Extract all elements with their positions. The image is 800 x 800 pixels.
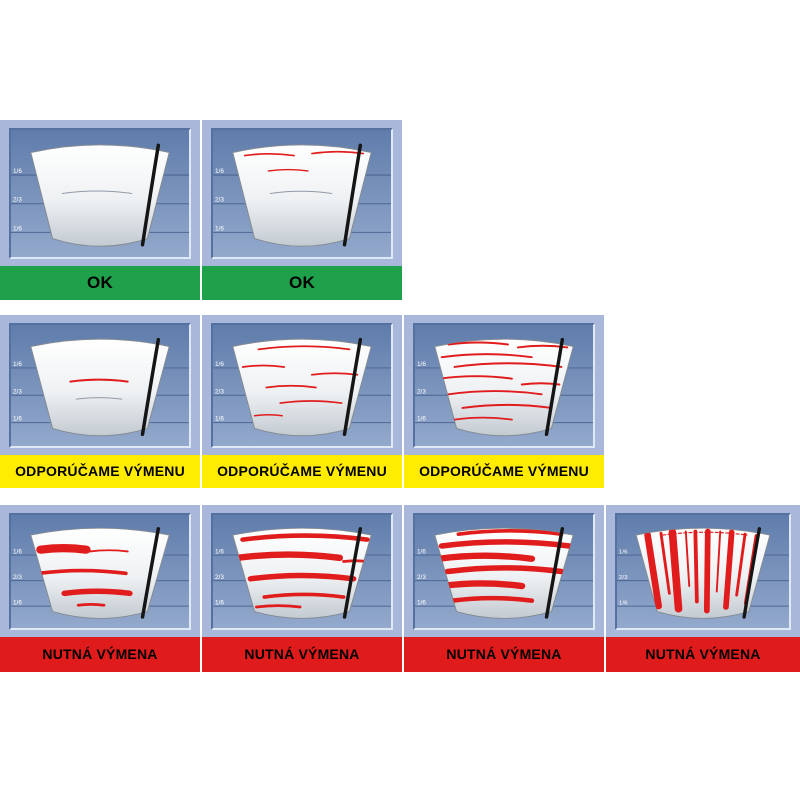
wiper-cell: 1/6 2/3 1/6 ODPORÚČAME VÝMENU [0,315,200,488]
svg-text:1/6: 1/6 [417,361,426,368]
svg-text:1/6: 1/6 [619,600,628,606]
svg-text:1/6: 1/6 [417,416,426,423]
status-bar: NUTNÁ VÝMENA [0,637,200,672]
svg-text:1/6: 1/6 [215,361,224,368]
svg-text:1/6: 1/6 [13,600,23,607]
svg-text:2/3: 2/3 [417,388,426,395]
wiper-panel: 1/6 2/3 1/6 [404,505,604,637]
wiper-cell: 1/6 2/3 1/6 OK [202,120,402,300]
svg-text:1/6: 1/6 [619,549,628,555]
svg-text:1/6: 1/6 [215,548,225,555]
svg-text:2/3: 2/3 [13,197,22,204]
svg-text:1/6: 1/6 [417,600,427,607]
svg-text:1/6: 1/6 [13,225,22,232]
status-bar: ODPORÚČAME VÝMENU [0,455,200,488]
svg-text:2/3: 2/3 [13,388,22,395]
svg-text:1/6: 1/6 [215,416,224,423]
status-bar: OK [0,266,200,300]
svg-text:1/6: 1/6 [215,225,224,232]
svg-text:1/6: 1/6 [13,416,22,423]
wiper-screen: 1/6 2/3 1/6 [9,513,191,630]
wiper-cell: 1/6 2/3 1/6 NUTNÁ VÝMENA [202,505,402,672]
status-bar: NUTNÁ VÝMENA [606,637,800,672]
wiper-cell: 1/6 2/3 1/6 ODPORÚČAME VÝMENU [202,315,402,488]
wiper-cell: 1/6 2/3 1/6 NUTNÁ VÝMENA [404,505,604,672]
svg-text:2/3: 2/3 [13,574,23,581]
status-bar: NUTNÁ VÝMENA [404,637,604,672]
wiper-panel: 1/6 2/3 1/6 [202,120,402,266]
svg-text:1/6: 1/6 [215,600,225,607]
svg-text:2/3: 2/3 [215,388,224,395]
svg-text:2/3: 2/3 [619,575,628,581]
status-bar: ODPORÚČAME VÝMENU [202,455,402,488]
status-bar: NUTNÁ VÝMENA [202,637,402,672]
wiper-cell: 1/6 2/3 1/6 OK [0,120,200,300]
wiper-cell: 1/6 2/3 1/6 NUTNÁ VÝMENA [606,505,800,672]
wiper-screen: 1/6 2/3 1/6 [211,323,393,448]
wiper-screen: 1/6 2/3 1/6 [211,513,393,630]
svg-text:2/3: 2/3 [215,197,224,204]
svg-text:1/6: 1/6 [13,361,22,368]
wiper-panel: 1/6 2/3 1/6 [202,505,402,637]
wiper-screen: 1/6 2/3 1/6 [9,128,191,259]
wiper-screen: 1/6 2/3 1/6 [9,323,191,448]
wiper-screen: 1/6 2/3 1/6 [615,513,791,630]
status-bar: OK [202,266,402,300]
wiper-cell: 1/6 2/3 1/6 ODPORÚČAME VÝMENU [404,315,604,488]
wiper-cell: 1/6 2/3 1/6 NUTNÁ VÝMENA [0,505,200,672]
svg-text:1/6: 1/6 [417,548,427,555]
wiper-screen: 1/6 2/3 1/6 [211,128,393,259]
wiper-panel: 1/6 2/3 1/6 [0,505,200,637]
wiper-panel: 1/6 2/3 1/6 [0,120,200,266]
svg-text:1/6: 1/6 [13,548,23,555]
svg-text:2/3: 2/3 [417,574,427,581]
svg-text:1/6: 1/6 [215,168,224,175]
wiper-panel: 1/6 2/3 1/6 [0,315,200,455]
status-bar: ODPORÚČAME VÝMENU [404,455,604,488]
svg-text:2/3: 2/3 [215,574,225,581]
wiper-screen: 1/6 2/3 1/6 [413,323,595,448]
wiper-screen: 1/6 2/3 1/6 [413,513,595,630]
svg-text:1/6: 1/6 [13,168,22,175]
wiper-panel: 1/6 2/3 1/6 [202,315,402,455]
wiper-panel: 1/6 2/3 1/6 [404,315,604,455]
wiper-panel: 1/6 2/3 1/6 [606,505,800,637]
